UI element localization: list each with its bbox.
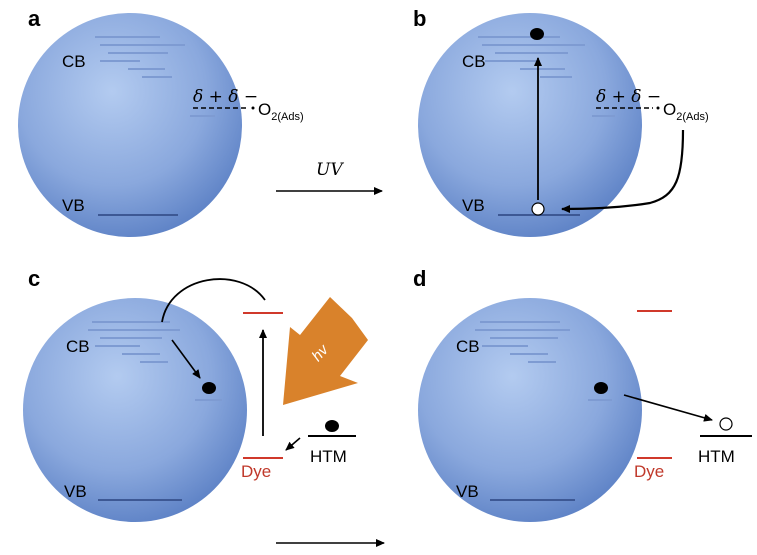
semiconductor-sphere xyxy=(418,13,642,237)
bond-dot xyxy=(656,106,660,110)
cb-label: CB xyxy=(62,52,86,71)
semiconductor-sphere xyxy=(23,298,247,522)
panel-d: d CB HTM Dye VB xyxy=(413,266,752,522)
panel-b: b CB δ + δ − O2(Ads) VB xyxy=(413,6,709,237)
electron xyxy=(594,382,608,394)
vb-label: VB xyxy=(64,482,87,501)
panel-c: c CB VB Dye hv HTM xyxy=(23,266,368,522)
light-arrow-icon xyxy=(283,297,368,405)
o2-adsorbed-label: O2(Ads) xyxy=(663,100,709,123)
relaxation-arrow xyxy=(171,339,201,379)
recombination-arrow xyxy=(623,394,713,422)
panel-c-letter: c xyxy=(28,266,40,291)
panel-d-letter: d xyxy=(413,266,426,291)
charge-label: δ + δ − xyxy=(596,87,661,107)
cb-label: CB xyxy=(462,52,486,71)
charge-label: δ + δ − xyxy=(193,87,258,107)
cb-label: CB xyxy=(66,337,90,356)
semiconductor-sphere xyxy=(18,13,242,237)
cb-states xyxy=(478,36,615,117)
injection-arc xyxy=(161,278,266,323)
panel-b-letter: b xyxy=(413,6,426,31)
regeneration-arrow xyxy=(285,437,301,451)
electron xyxy=(202,382,216,394)
htm-label: HTM xyxy=(698,447,735,466)
vb-label: VB xyxy=(456,482,479,501)
hole xyxy=(531,202,545,216)
vb-label: VB xyxy=(462,196,485,215)
uv-label: UV xyxy=(316,160,344,180)
cb-label: CB xyxy=(456,337,480,356)
dye-label: Dye xyxy=(241,462,271,481)
cb-states xyxy=(95,36,215,117)
electron xyxy=(325,420,339,432)
dye-label: Dye xyxy=(634,462,664,481)
panel-a-letter: a xyxy=(28,6,41,31)
uv-transition: UV xyxy=(276,160,383,195)
semiconductor-sphere xyxy=(418,298,642,522)
htm-label: HTM xyxy=(310,447,347,466)
hole xyxy=(719,417,733,431)
cb-states xyxy=(88,321,222,401)
cb-states xyxy=(475,321,612,401)
panel-a: a CB δ + δ − O2(Ads) VB xyxy=(18,6,304,237)
electron xyxy=(530,28,544,40)
o2-adsorbed-label: O2(Ads) xyxy=(258,100,304,123)
vb-label: VB xyxy=(62,196,85,215)
bond-dot xyxy=(251,106,255,110)
desorption-arrow xyxy=(561,129,685,213)
